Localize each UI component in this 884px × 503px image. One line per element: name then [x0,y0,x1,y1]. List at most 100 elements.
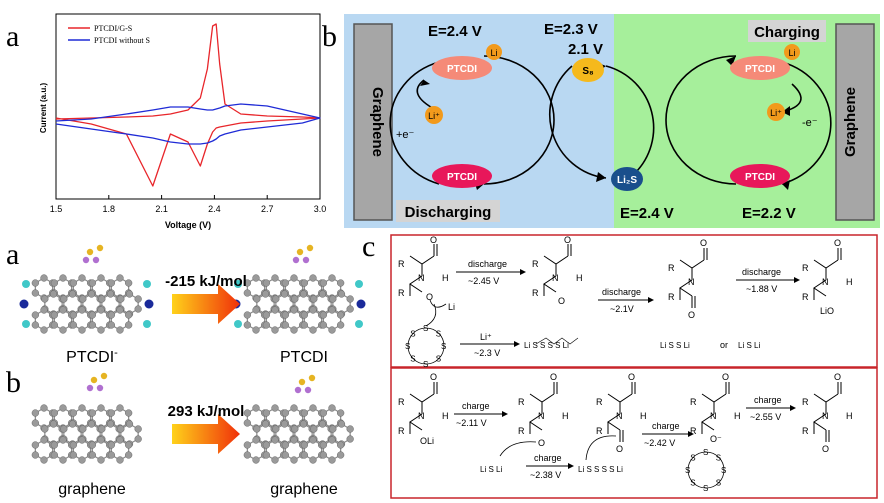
carbon-atom [346,305,354,313]
carbon-atom [337,409,345,417]
carbon-atom [261,420,270,428]
cv-series-line [55,103,321,145]
top-step4-voltage: ~2.3 V [474,348,500,358]
cv-x-tick-label: 3.0 [314,204,327,214]
carbon-atom [134,435,142,443]
li2s2-product: Li S S Li [660,341,690,350]
carbon-atom [309,436,317,444]
curly-arrow-top-s8 [425,303,437,327]
arrowhead-left-li [420,80,430,86]
arrowhead [514,341,520,347]
bottom-step4-voltage: ~2.55 V [750,412,781,422]
carbon-atom [299,420,308,428]
top-step2-label: discharge [602,287,641,297]
carbon-atom [134,305,142,313]
carbon-atom [98,425,106,433]
atom-r: R [532,288,539,298]
atom-h: H [576,273,583,283]
carbon-atom [243,419,251,427]
discharging-tag: Discharging [405,204,492,221]
sulfur-atom: S [405,342,410,351]
atom-n: N [418,273,425,283]
cluster-atom [292,256,300,264]
bottom-structure-1 [409,382,438,434]
carbon-atom [59,306,67,314]
li2s-product: Li S Li [738,341,760,350]
cluster-atom [90,376,98,384]
ptcdi-bottom-right-label: PTCDI [745,172,775,183]
atom-r: R [398,259,405,269]
carbon-atom [328,436,336,444]
atom-r: R [802,292,809,302]
carbon-atom [328,306,336,314]
right-cycle-arc-left [665,55,737,185]
arrowhead [790,405,796,411]
bottom-step2-label: charge [534,453,562,463]
carbon-atom [300,409,308,417]
oxygen-atom [234,320,242,328]
left-cycle-arc-right [483,55,555,185]
carbon-atom [262,441,270,449]
carbon-atom [50,441,58,449]
panel-letter-a-energy: a [6,238,20,271]
ptcdi-top-left-label: PTCDI [447,64,477,75]
left-cycle-arc-left [389,61,440,185]
atom-h: H [640,411,647,421]
carbon-atom [290,326,298,334]
carbon-atom [346,295,354,303]
carbon-atom [281,321,289,329]
atom-r: R [690,426,697,436]
ptcdi-bottom-left-label: PTCDI [447,172,477,183]
discharging-tag-bg [396,200,500,222]
mid-cycle-arc-right [605,65,655,175]
carbon-atom [291,425,299,433]
li-badge-top-left [486,44,502,60]
atom-h: H [734,411,741,421]
carbon-atom [31,441,39,449]
atom-o: O [834,238,841,248]
sulfur-atom: S [441,342,446,351]
carbon-atom [49,290,58,298]
carbon-atom [290,274,298,282]
arrowhead-right-li [782,106,790,116]
carbon-atom [300,451,308,459]
carbon-atom [78,436,86,444]
atom-o: O [722,372,729,382]
top-step3-voltage: ~1.88 V [746,284,777,294]
carbon-atom [41,295,49,303]
carbon-atom [117,295,125,303]
carbon-atom [290,306,298,314]
oxygen-atom [143,280,151,288]
carbon-atom [281,279,289,287]
cluster-atom [96,244,104,252]
carbon-atom [243,409,251,417]
carbon-atom [309,306,317,314]
carbon-atom [125,311,133,319]
atom-h: H [562,411,569,421]
carbon-atom [252,404,260,412]
atom-o: O [430,372,437,382]
charging-tag-bg [748,20,826,42]
carbon-atom [290,404,298,412]
cv-plot-frame [55,13,321,200]
carbon-atom [309,456,317,464]
energy-label-top-left: E=2.4 V [428,23,482,40]
atom-o: O [822,444,829,454]
sulfur-atom: S [703,448,708,457]
cluster-atom [100,372,108,380]
mechanism-top-box [390,234,878,368]
oxygen-atom [22,320,30,328]
li-badge-top-right-label: Li [788,48,795,58]
carbon-atom [337,290,346,298]
carbon-atom [318,290,327,298]
curly-arrow-bottom-1 [499,441,537,457]
carbon-atom [116,306,124,314]
lio-group: LiO [820,306,834,316]
cv-series-line [55,23,321,187]
molecule-graphene-left [31,404,142,464]
carbon-atom [272,295,280,303]
arrowhead-right-top [726,56,736,66]
cluster-atom [294,386,302,394]
cv-xlabel: Voltage (V) [165,220,211,230]
